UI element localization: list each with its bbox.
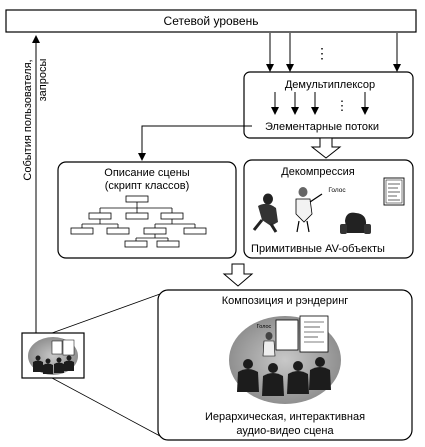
scene-label-line2: аудио-видео сцена — [236, 425, 334, 437]
composition-hollow-arrow — [222, 263, 254, 287]
tree-node — [70, 227, 94, 235]
decompression-hollow-arrow — [310, 137, 342, 159]
scene-audience — [237, 357, 331, 396]
projection-lines — [51, 293, 161, 437]
tree-node — [160, 212, 184, 220]
primitive-av-label: Примитивные AV-объекты — [251, 243, 385, 255]
scene-description-title: Описание сцены — [104, 167, 190, 179]
composition-label: Композиция и рэндеринг — [222, 295, 349, 307]
tree-node — [106, 227, 130, 235]
network-level-box — [5, 9, 417, 33]
streams-to-scene-connector — [138, 125, 252, 161]
tree-node — [143, 227, 167, 235]
tree-node-root — [125, 195, 149, 203]
thumbnail-illustration — [28, 337, 78, 375]
tree-node — [156, 240, 180, 248]
class-tree — [70, 195, 207, 248]
voice-label: Голос — [328, 187, 346, 194]
decompression-label: Декомпрессия — [281, 166, 355, 178]
scene-label-line1: Иерархическая, интерактивная — [205, 411, 365, 423]
tree-node — [183, 227, 207, 235]
armchair-icon — [340, 212, 371, 234]
streams-ellipsis-demux: ⋮ — [336, 98, 349, 113]
person-silhouette-icon — [252, 193, 278, 233]
demux-inner-arrows — [271, 92, 369, 115]
user-requests-label: запросы — [37, 59, 49, 102]
scene-voice-label: Голос — [257, 324, 272, 330]
streams-ellipsis-top: ⋮ — [315, 45, 329, 61]
tree-node — [88, 212, 112, 220]
network-to-demux-arrows — [266, 33, 401, 72]
speaker-icon — [295, 187, 323, 233]
tree-node — [124, 240, 148, 248]
av-objects-illustration: Голос — [252, 177, 405, 234]
scene-description-subtitle: (скрипт классов) — [105, 180, 190, 192]
scene-board-icon — [299, 315, 329, 353]
user-events-label: События пользователя, — [22, 59, 34, 180]
network-level-label: Сетевой уровень — [164, 14, 259, 28]
demux-label: Демультиплексор — [285, 79, 375, 91]
tree-node — [125, 212, 149, 220]
scene-illustration: Голос — [229, 315, 341, 404]
board-icon — [383, 177, 405, 206]
elementary-streams-label: Элементарные потоки — [265, 121, 379, 133]
decompression-box — [243, 159, 414, 259]
